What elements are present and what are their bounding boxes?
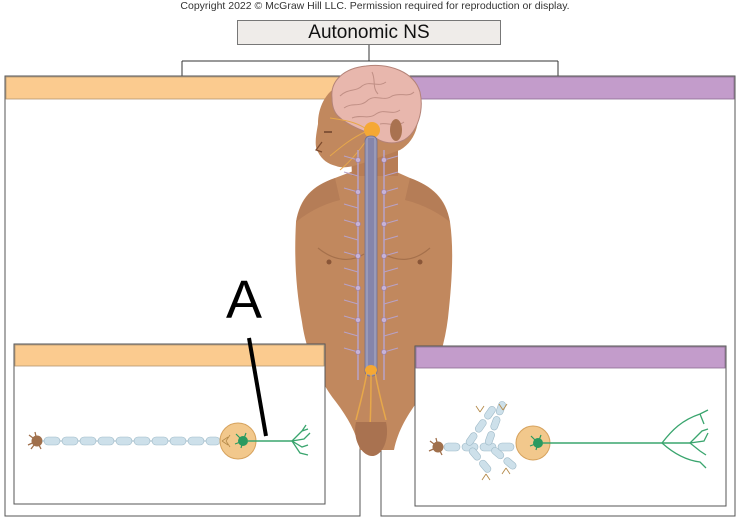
parasympathetic-preganglionic-cell-body — [428, 437, 444, 456]
copyright-notice: Copyright 2022 © McGraw Hill LLC. Permis… — [180, 0, 570, 12]
label-a-pointer — [247, 337, 268, 437]
chain-ganglia — [355, 157, 387, 355]
sympathetic-inset-header — [14, 344, 325, 367]
title-box: Autonomic NS — [237, 20, 501, 45]
parasympathetic-neuron-pathway — [428, 401, 709, 481]
human-torso-figure — [295, 64, 453, 456]
right-header-bar — [381, 76, 735, 100]
sympathetic-inset-panel — [13, 343, 326, 505]
myelin-sheath — [43, 436, 221, 446]
label-a: A — [226, 270, 262, 330]
sympathetic-neuron-pathway — [27, 422, 311, 460]
preganglionic-cell-body — [27, 431, 43, 450]
parasympathetic-inset-header — [415, 346, 726, 369]
parasympathetic-inset-panel — [414, 345, 727, 507]
tree-connector — [181, 45, 559, 76]
left-header-bar — [5, 76, 360, 100]
